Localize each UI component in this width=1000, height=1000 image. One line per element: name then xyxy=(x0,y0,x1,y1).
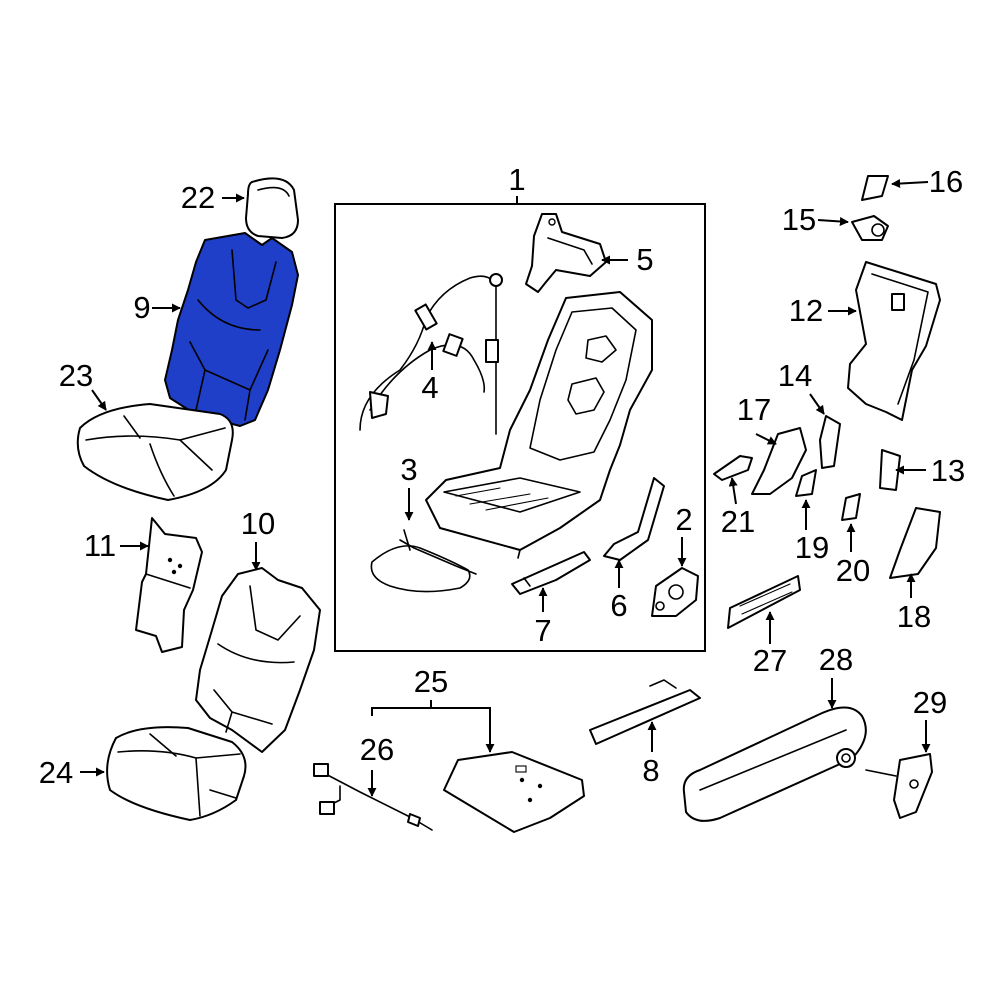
callout-1[interactable]: 1 xyxy=(508,162,525,197)
wiring-harness-part[interactable] xyxy=(313,763,433,831)
small-bracket-part[interactable] xyxy=(713,455,753,481)
callout-9[interactable]: 9 xyxy=(133,290,150,325)
seat-track-part[interactable] xyxy=(589,679,701,745)
seat-back-pad-part[interactable] xyxy=(195,567,321,753)
callout-18[interactable]: 18 xyxy=(897,599,931,634)
callout-23[interactable]: 23 xyxy=(59,358,93,393)
seat-spring-wire-part[interactable] xyxy=(370,529,477,593)
seat-cushion-cover-part[interactable] xyxy=(76,403,234,501)
leader-lines xyxy=(80,179,931,797)
latch-cover-part[interactable] xyxy=(879,449,901,491)
seat-actuator-part[interactable] xyxy=(651,567,699,617)
callout-21[interactable]: 21 xyxy=(721,504,755,539)
seat-heater-pad-part[interactable] xyxy=(135,517,203,653)
callout-28[interactable]: 28 xyxy=(819,642,853,677)
callout-16[interactable]: 16 xyxy=(929,164,963,199)
seat-harness-part[interactable] xyxy=(359,273,503,435)
callout-4[interactable]: 4 xyxy=(421,370,438,405)
callout-19[interactable]: 19 xyxy=(795,530,829,565)
side-trim-part[interactable] xyxy=(603,477,665,561)
seat-back-cover-highlighted[interactable] xyxy=(164,232,299,427)
callout-15[interactable]: 15 xyxy=(782,202,816,237)
control-module-part[interactable] xyxy=(443,751,585,833)
callout-8[interactable]: 8 xyxy=(642,753,659,788)
callout-26[interactable]: 26 xyxy=(360,732,394,767)
armrest-bracket-part[interactable] xyxy=(865,753,933,819)
headrest-part[interactable] xyxy=(245,177,299,239)
trim-bracket-part[interactable] xyxy=(511,551,591,595)
callout-24[interactable]: 24 xyxy=(39,755,73,790)
callout-10[interactable]: 10 xyxy=(241,506,275,541)
seat-back-panel-part[interactable] xyxy=(847,261,941,421)
small-trim-b-part[interactable] xyxy=(841,493,861,521)
armrest-part[interactable] xyxy=(682,706,867,822)
callout-14[interactable]: 14 xyxy=(778,358,812,393)
trim-cover-part[interactable] xyxy=(819,415,841,469)
seat-frame-assembly-box xyxy=(334,203,706,652)
callout-3[interactable]: 3 xyxy=(400,452,417,487)
callout-27[interactable]: 27 xyxy=(753,643,787,678)
callout-11[interactable]: 11 xyxy=(84,528,116,563)
callout-5[interactable]: 5 xyxy=(636,242,653,277)
seat-frame-part[interactable] xyxy=(425,291,653,559)
callout-6[interactable]: 6 xyxy=(610,588,627,623)
callout-22[interactable]: 22 xyxy=(181,180,215,215)
recliner-bracket-part[interactable] xyxy=(525,213,607,293)
small-trim-part[interactable] xyxy=(795,469,817,497)
side-panel-part[interactable] xyxy=(889,507,941,579)
callout-13[interactable]: 13 xyxy=(931,453,965,488)
callout-17[interactable]: 17 xyxy=(737,392,771,427)
callout-labels: 1 2 3 4 5 6 7 8 9 10 11 12 13 14 15 16 1… xyxy=(39,162,965,790)
side-bracket-part[interactable] xyxy=(751,427,807,495)
callout-29[interactable]: 29 xyxy=(913,685,947,720)
small-clip-part[interactable] xyxy=(861,175,889,201)
callout-20[interactable]: 20 xyxy=(836,553,870,588)
rail-cover-part[interactable] xyxy=(727,575,801,629)
callout-12[interactable]: 12 xyxy=(789,293,823,328)
seat-cushion-pad-part[interactable] xyxy=(106,726,247,821)
callout-2[interactable]: 2 xyxy=(675,502,692,537)
callout-7[interactable]: 7 xyxy=(534,613,551,648)
adjust-button-part[interactable] xyxy=(851,215,889,241)
callout-25[interactable]: 25 xyxy=(414,664,448,699)
